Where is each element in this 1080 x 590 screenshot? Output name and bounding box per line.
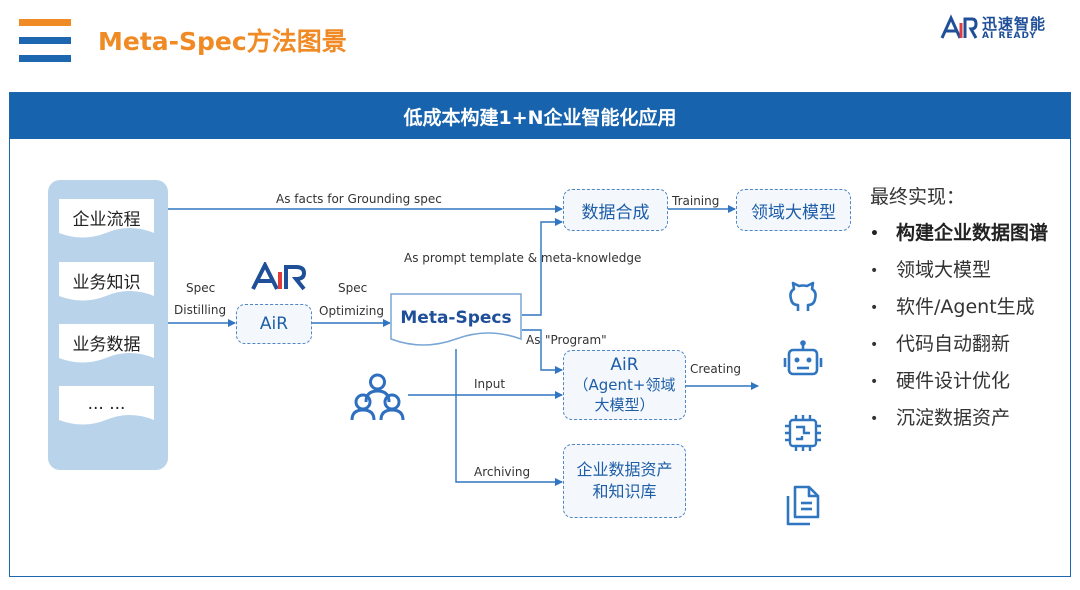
label-spec-optimizing-2: Optimizing xyxy=(319,304,384,318)
result-item-label: 软件/Agent生成 xyxy=(896,296,1035,318)
label-archiving: Archiving xyxy=(474,465,531,479)
label-program-as: As xyxy=(526,333,541,347)
banner: 低成本构建1+N企业智能化应用 xyxy=(10,93,1070,139)
source-item: 业务数据 xyxy=(59,324,154,366)
result-item: • 代码自动翻新 xyxy=(870,329,1010,356)
bullet: • xyxy=(870,299,879,316)
agent-node-line2: （Agent+领域 xyxy=(573,376,676,394)
result-item-label: 领域大模型 xyxy=(896,259,992,281)
air-node: AiR xyxy=(236,304,312,344)
label-training: Training xyxy=(672,194,720,208)
menu-icon[interactable] xyxy=(19,19,71,63)
label-spec-distilling-2: Distilling xyxy=(174,303,227,317)
robot-icon xyxy=(783,340,823,376)
document-shape-icon xyxy=(59,199,154,238)
archive-node-line1: 企业数据资产 xyxy=(576,460,673,479)
label-spec-distilling-1: Spec xyxy=(186,281,216,295)
document-shape-icon xyxy=(59,386,154,425)
arrow-program xyxy=(522,329,563,374)
archive-node: 企业数据资产 和知识库 xyxy=(563,444,686,518)
data-synthesis-node: 数据合成 xyxy=(563,189,668,231)
diagram-frame xyxy=(9,92,1071,577)
label-facts: As facts for Grounding spec xyxy=(276,192,442,206)
users-icon xyxy=(350,373,405,421)
result-item: • 构建企业数据图谱 xyxy=(870,218,1048,245)
domain-model-node: 领域大模型 xyxy=(736,189,851,231)
results-title: 最终实现： xyxy=(870,186,966,208)
air-brand-icon xyxy=(251,262,307,291)
label-prompt: As prompt template & meta-knowledge xyxy=(404,251,642,265)
bullet: • xyxy=(870,373,879,390)
bullet: • xyxy=(870,262,879,279)
document-shape-icon xyxy=(59,262,154,301)
arrow-prompt xyxy=(522,218,563,316)
result-item: • 软件/Agent生成 xyxy=(870,292,1035,319)
label-spec-optimizing-1: Spec xyxy=(338,281,368,295)
label-creating: Creating xyxy=(690,362,742,376)
bullet: • xyxy=(870,410,879,427)
result-item-label: 构建企业数据图谱 xyxy=(896,222,1049,244)
menu-bar-bottom xyxy=(19,55,71,62)
result-item: • 硬件设计优化 xyxy=(870,366,1010,393)
agent-node-line3: 大模型） xyxy=(594,396,655,414)
result-item: • 沉淀数据资产 xyxy=(870,403,1010,430)
chip-icon xyxy=(785,415,821,451)
document-shape-icon xyxy=(390,293,522,346)
page-title: Meta-Spec方法图景 xyxy=(98,27,347,56)
logo-text-en: AI READY xyxy=(982,31,1037,41)
label-input: Input xyxy=(474,377,506,391)
menu-bar-middle xyxy=(19,37,71,44)
result-item: • 领域大模型 xyxy=(870,255,991,282)
agent-node-line1: AiR xyxy=(610,355,639,375)
meta-specs-label: Meta-Specs xyxy=(400,308,512,328)
github-icon xyxy=(789,281,817,311)
result-item-label: 硬件设计优化 xyxy=(896,370,1011,392)
agent-node: AiR （Agent+领域 大模型） xyxy=(563,350,686,420)
source-item-label: ... ... xyxy=(87,394,126,414)
label-program: "Program" xyxy=(545,333,607,347)
menu-bar-top xyxy=(19,19,71,26)
document-icon xyxy=(786,485,820,526)
source-item-label: 业务数据 xyxy=(72,334,141,355)
source-item: 业务知识 xyxy=(59,262,154,304)
air-logo-icon xyxy=(940,14,978,39)
source-item-label: 业务知识 xyxy=(72,272,141,293)
result-item-label: 沉淀数据资产 xyxy=(896,407,1011,429)
meta-specs-node: Meta-Specs xyxy=(390,293,522,351)
logo-text-cn: 迅速智能 xyxy=(982,15,1047,33)
arrow-archiving xyxy=(455,349,563,486)
source-item: 企业流程 xyxy=(59,199,154,241)
bullet: • xyxy=(870,225,879,242)
source-item: ... ... xyxy=(59,386,154,428)
bullet: • xyxy=(870,336,879,353)
archive-node-line2: 和知识库 xyxy=(592,482,657,501)
result-item-label: 代码自动翻新 xyxy=(896,333,1011,355)
company-logo: 迅速智能 AI READY xyxy=(940,14,1060,44)
document-shape-icon xyxy=(59,324,154,363)
source-item-label: 企业流程 xyxy=(72,209,141,230)
